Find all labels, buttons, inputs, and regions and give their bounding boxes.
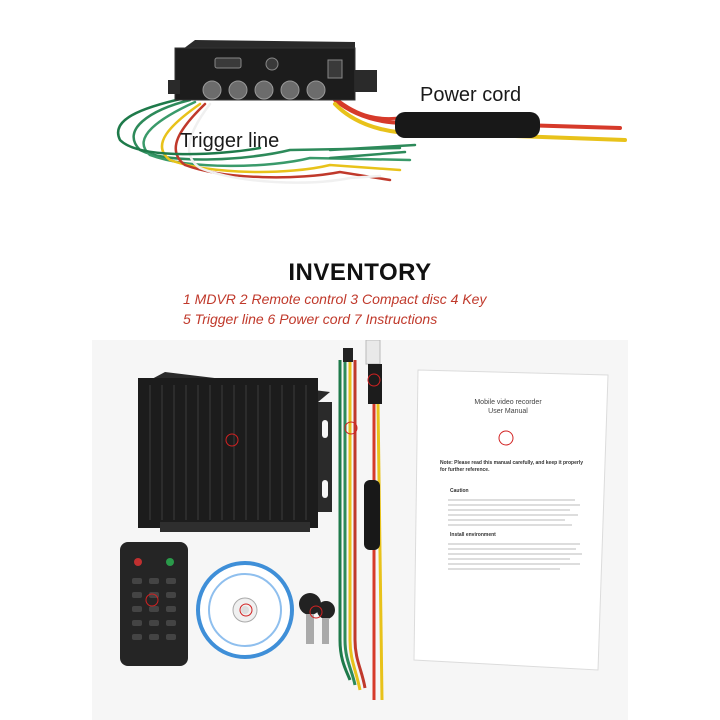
manual-caution: Caution	[450, 488, 469, 494]
mdvr-back-view	[168, 40, 377, 101]
inventory-row-2: 5 Trigger line 6 Power cord 7 Instructio…	[183, 311, 438, 327]
marker-1	[225, 433, 239, 447]
marker-5	[344, 421, 358, 435]
trigger-line-wires	[116, 96, 417, 184]
manual-heading-1: Mobile video recorder	[474, 399, 542, 406]
marker-2	[145, 593, 159, 607]
power-cord-fuse	[395, 112, 540, 138]
user-manual: Mobile video recorder User Manual Note: …	[413, 369, 609, 671]
trigger-line-bundle	[338, 348, 367, 691]
marker-3	[239, 603, 253, 617]
remote-control	[120, 542, 188, 666]
power-cord-bundle	[364, 340, 384, 701]
keys	[299, 593, 335, 644]
manual-note-2: for further reference.	[440, 467, 490, 473]
manual-install-env: Install environment	[450, 532, 496, 538]
inventory-photo: Mobile video recorder User Manual Note: …	[92, 340, 628, 720]
compact-disc	[196, 561, 294, 659]
inventory-title: INVENTORY	[288, 259, 432, 286]
manual-heading-2: User Manual	[488, 408, 528, 415]
power-cord-label: Power cord	[420, 84, 522, 106]
marker-4	[309, 605, 323, 619]
manual-note-1: Note: Please read this manual carefully,…	[440, 460, 583, 466]
marker-7	[498, 430, 514, 446]
inventory-row-1: 1 MDVR 2 Remote control 3 Compact disc 4…	[183, 291, 487, 307]
marker-6	[367, 373, 381, 387]
mdvr-device	[138, 372, 332, 532]
trigger-line-label: Trigger line	[180, 130, 280, 152]
top-product-photo	[116, 40, 627, 184]
